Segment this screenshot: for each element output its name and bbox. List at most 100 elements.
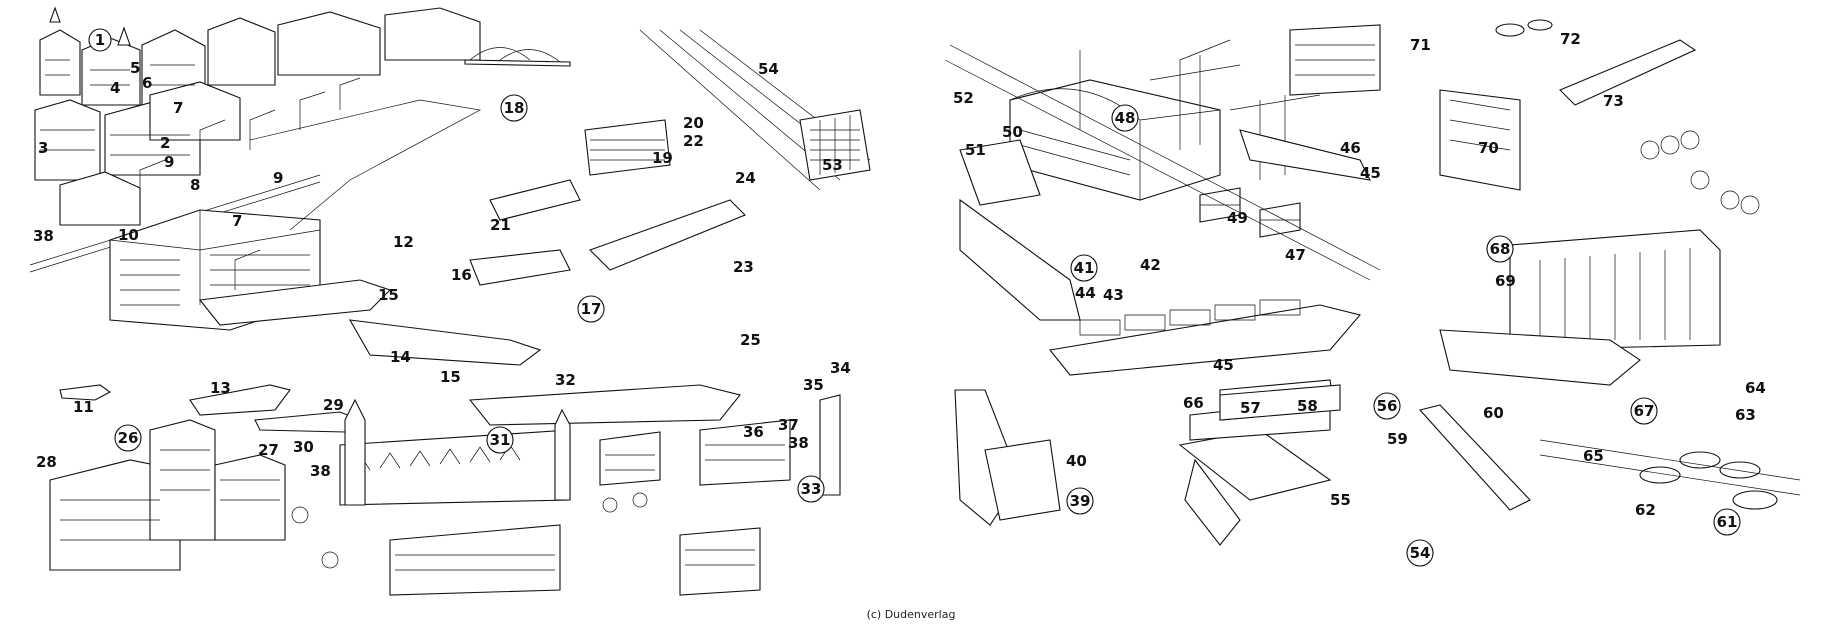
- label-18: 18: [504, 99, 525, 117]
- label-62: 62: [1635, 501, 1656, 519]
- label-16: 16: [451, 266, 472, 284]
- old-town-buildings: [34, 6, 481, 226]
- circle-17: [577, 295, 605, 323]
- label-64: 64: [1745, 379, 1766, 397]
- label-30: 30: [293, 438, 314, 456]
- container-ship-upper: [1239, 129, 1371, 181]
- barge-60: [1418, 404, 1531, 511]
- label-10: 10: [118, 226, 139, 244]
- container-stacks: [1199, 187, 1301, 238]
- label-41: 41: [1074, 259, 1095, 277]
- building-31: [339, 398, 571, 506]
- label-38a: 38: [33, 227, 54, 245]
- label-60: 60: [1483, 404, 1504, 422]
- label-57: 57: [1240, 399, 1261, 417]
- label-4: 4: [110, 79, 120, 97]
- label-48: 48: [1115, 109, 1136, 127]
- residential-blocks: [49, 419, 286, 571]
- label-17: 17: [581, 300, 602, 318]
- circle-67: [1630, 397, 1658, 425]
- label-66: 66: [1183, 394, 1204, 412]
- label-54-left: 54: [758, 60, 779, 78]
- grain-silo-68: [1439, 229, 1721, 386]
- label-23: 23: [733, 258, 754, 276]
- label-67: 67: [1634, 402, 1655, 420]
- label-55: 55: [1330, 491, 1351, 509]
- label-15a: 15: [378, 286, 399, 304]
- bottom-city: [291, 492, 761, 596]
- label-22: 22: [683, 132, 704, 150]
- label-49: 49: [1227, 209, 1248, 227]
- label-3: 3: [38, 139, 48, 157]
- circle-68: [1486, 235, 1514, 263]
- label-12: 12: [393, 233, 414, 251]
- label-39: 39: [1070, 492, 1091, 510]
- harbour-basin: [249, 99, 482, 231]
- label-38c: 38: [788, 434, 809, 452]
- label-33: 33: [801, 480, 822, 498]
- label-58: 58: [1297, 397, 1318, 415]
- circle-1: [88, 28, 112, 52]
- label-45a: 45: [1360, 164, 1381, 182]
- label-44: 44: [1075, 284, 1096, 302]
- label-34: 34: [830, 359, 851, 377]
- label-53: 53: [822, 156, 843, 174]
- label-61: 61: [1717, 513, 1738, 531]
- label-5: 5: [130, 59, 140, 77]
- label-70: 70: [1478, 139, 1499, 157]
- circle-56: [1373, 392, 1401, 420]
- circle-18: [500, 94, 528, 122]
- label-15b: 15: [440, 368, 461, 386]
- label-32: 32: [555, 371, 576, 389]
- label-21: 21: [490, 216, 511, 234]
- rail-terminal: [584, 29, 871, 191]
- circle-26: [114, 424, 142, 452]
- transit-shed-48: [1009, 79, 1221, 201]
- label-13: 13: [210, 379, 231, 397]
- trees: [1640, 130, 1760, 215]
- label-29: 29: [323, 396, 344, 414]
- label-51: 51: [965, 141, 986, 159]
- right-panel: [944, 19, 1801, 546]
- label-8: 8: [190, 176, 200, 194]
- label-42: 42: [1140, 256, 1161, 274]
- top-right-area: [1289, 19, 1697, 191]
- label-28: 28: [36, 453, 57, 471]
- label-40: 40: [1066, 452, 1087, 470]
- label-14: 14: [390, 348, 411, 366]
- label-20: 20: [683, 114, 704, 132]
- circle-31: [486, 426, 514, 454]
- railway-bridge: [464, 47, 571, 67]
- label-37: 37: [778, 416, 799, 434]
- label-38b: 38: [310, 462, 331, 480]
- ships-left: [59, 179, 746, 433]
- label-31: 31: [490, 431, 511, 449]
- label-59: 59: [1387, 430, 1408, 448]
- label-50: 50: [1002, 123, 1023, 141]
- left-panel: [29, 6, 871, 596]
- labels-right: 39 40 41 42 43 44 45 45 46 47 48 49 50 5…: [953, 30, 1766, 567]
- label-2: 2: [160, 134, 170, 152]
- ship-39-40: [954, 389, 1061, 526]
- label-45b: 45: [1213, 356, 1234, 374]
- label-36: 36: [743, 423, 764, 441]
- circle-33: [797, 475, 825, 503]
- ship-51: [959, 198, 1081, 321]
- circle-41: [1070, 254, 1098, 282]
- label-24: 24: [735, 169, 756, 187]
- label-7a: 7: [173, 99, 183, 117]
- label-73: 73: [1603, 92, 1624, 110]
- circle-54: [1406, 539, 1434, 567]
- label-54-right: 54: [1410, 544, 1431, 562]
- label-52: 52: [953, 89, 974, 107]
- label-1: 1: [95, 31, 105, 49]
- label-35: 35: [803, 376, 824, 394]
- oil-tanks: [1539, 439, 1801, 510]
- container-ship-45: [1048, 299, 1361, 376]
- copyright-credit: (c) Dudenverlag: [866, 608, 956, 621]
- circle-48: [1111, 104, 1139, 132]
- label-11: 11: [73, 398, 94, 416]
- tower-and-blocks: [599, 394, 841, 496]
- circle-39: [1066, 487, 1094, 515]
